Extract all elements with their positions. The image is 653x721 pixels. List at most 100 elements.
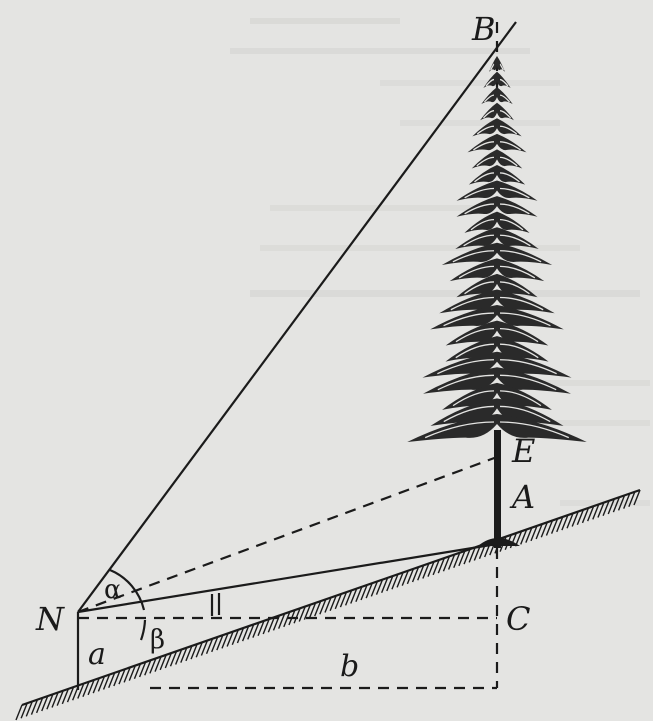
label-side-a: a bbox=[88, 637, 106, 672]
ground-hatch-stroke bbox=[211, 636, 219, 653]
foliage-tier bbox=[430, 305, 564, 330]
ground-hatch-stroke bbox=[525, 527, 533, 543]
ground-hatch-stroke bbox=[514, 530, 523, 547]
ground-hatch-stroke bbox=[56, 690, 64, 706]
ground-hatch-stroke bbox=[633, 489, 641, 506]
foliage-highlight bbox=[476, 156, 518, 167]
foliage-highlight bbox=[464, 187, 530, 199]
foliage-tier bbox=[441, 242, 553, 266]
spruce-tree bbox=[407, 56, 587, 548]
ground-hatching bbox=[15, 489, 641, 721]
ground-hatch-stroke bbox=[241, 625, 250, 642]
ground-hatch-stroke bbox=[180, 647, 188, 663]
ground-hatch-stroke bbox=[25, 701, 33, 717]
ground-hatch-stroke bbox=[587, 505, 595, 522]
foliage-highlight bbox=[437, 359, 557, 375]
foliage-tier bbox=[481, 87, 513, 105]
label-point-b: B bbox=[471, 10, 496, 48]
ground-hatch-stroke bbox=[144, 659, 152, 676]
foliage-tier bbox=[468, 164, 526, 185]
ground-hatch-stroke bbox=[303, 604, 312, 620]
ground-hatch-stroke bbox=[138, 661, 147, 678]
ground-hatch-stroke bbox=[607, 498, 615, 515]
foliage-tier bbox=[480, 102, 514, 121]
sight-line-to-e bbox=[77, 455, 498, 614]
foliage-highlight bbox=[443, 405, 551, 423]
foliage-tier bbox=[445, 320, 549, 346]
angle-alpha-arc bbox=[109, 568, 146, 611]
ground-hatch-stroke bbox=[592, 504, 600, 520]
foliage-tier bbox=[467, 133, 527, 153]
ground-hatch-stroke bbox=[447, 554, 456, 570]
ground-hatch-stroke bbox=[386, 575, 394, 592]
ground-hatch-stroke bbox=[365, 582, 373, 599]
ground-hatch-stroke bbox=[463, 548, 471, 565]
ground-hatch-stroke bbox=[391, 573, 399, 590]
foliage-tier bbox=[407, 414, 587, 442]
foliage-highlight bbox=[424, 421, 570, 439]
ground-hatch-stroke bbox=[195, 642, 203, 658]
ground-hatch-stroke bbox=[154, 656, 162, 672]
ground-hatch-stroke bbox=[92, 677, 100, 694]
foliage-tier bbox=[455, 227, 539, 249]
ground-hatch-stroke bbox=[236, 627, 245, 644]
foliage-tier bbox=[445, 336, 549, 362]
ground-hatch-stroke bbox=[113, 670, 121, 687]
ground-hatch-stroke bbox=[283, 611, 291, 628]
ground-hatch-stroke bbox=[334, 593, 342, 610]
foliage-highlight bbox=[437, 374, 557, 391]
ground-hatch-stroke bbox=[108, 672, 116, 689]
foliage-highlight bbox=[464, 203, 530, 215]
ground-hatch-stroke bbox=[344, 590, 353, 606]
ground-hatch-stroke bbox=[252, 622, 260, 638]
ground-hatch-stroke bbox=[324, 597, 332, 613]
foliage-tier bbox=[456, 196, 538, 217]
tree-trunk bbox=[494, 430, 501, 548]
foliage-tier bbox=[456, 273, 538, 298]
ground-hatch-stroke bbox=[576, 509, 584, 525]
foliage-highlight bbox=[458, 265, 536, 279]
ground-hatch-stroke bbox=[231, 629, 239, 646]
ground-hatch-stroke bbox=[401, 570, 409, 586]
ground-hatch-stroke bbox=[61, 688, 69, 705]
ground-hatch-stroke bbox=[339, 591, 348, 608]
ground-hatch-stroke bbox=[396, 572, 404, 588]
ground-hatch-stroke bbox=[175, 649, 183, 665]
ground-hatch-stroke bbox=[200, 640, 209, 656]
ground-hatch-stroke bbox=[77, 683, 85, 699]
ground-hatch-stroke bbox=[267, 616, 275, 633]
ground-hatch-stroke bbox=[41, 695, 49, 712]
ground-hatch-stroke bbox=[314, 600, 322, 617]
ground-hatch-stroke bbox=[571, 511, 579, 527]
foliage-tier bbox=[472, 118, 522, 137]
ground-hatch-stroke bbox=[381, 577, 389, 594]
ground-hatch-stroke bbox=[550, 518, 559, 534]
foliage-tier bbox=[471, 149, 523, 169]
ground-hatch-stroke bbox=[406, 568, 415, 585]
foliage-tier bbox=[464, 211, 530, 233]
ground-hatch-stroke bbox=[247, 624, 255, 640]
angle-beta-arc bbox=[139, 619, 147, 641]
ground-hatch-stroke bbox=[102, 674, 111, 690]
foliage-highlight bbox=[482, 110, 512, 119]
ground-hatch-stroke bbox=[468, 547, 476, 563]
foliage-highlight bbox=[450, 296, 544, 311]
ground-hatch-stroke bbox=[432, 559, 440, 576]
foliage-highlight bbox=[476, 125, 518, 135]
label-point-a: A bbox=[509, 478, 535, 516]
ground-hatch-stroke bbox=[422, 563, 430, 579]
ground-hatch-stroke bbox=[566, 513, 574, 529]
ground-hatch-stroke bbox=[360, 584, 368, 601]
ground-hatch-stroke bbox=[51, 692, 59, 708]
ground-hatch-stroke bbox=[581, 507, 590, 524]
sight-line-to-top bbox=[77, 21, 517, 613]
ground-hatch-stroke bbox=[602, 500, 610, 517]
ground-hatch-stroke bbox=[442, 556, 451, 572]
ground-hatch-stroke bbox=[623, 493, 631, 509]
foliage-tier bbox=[489, 56, 505, 72]
foliage-highlight bbox=[464, 281, 530, 295]
ground-hatch-stroke bbox=[20, 702, 28, 719]
ground-hatch-stroke bbox=[453, 552, 461, 568]
